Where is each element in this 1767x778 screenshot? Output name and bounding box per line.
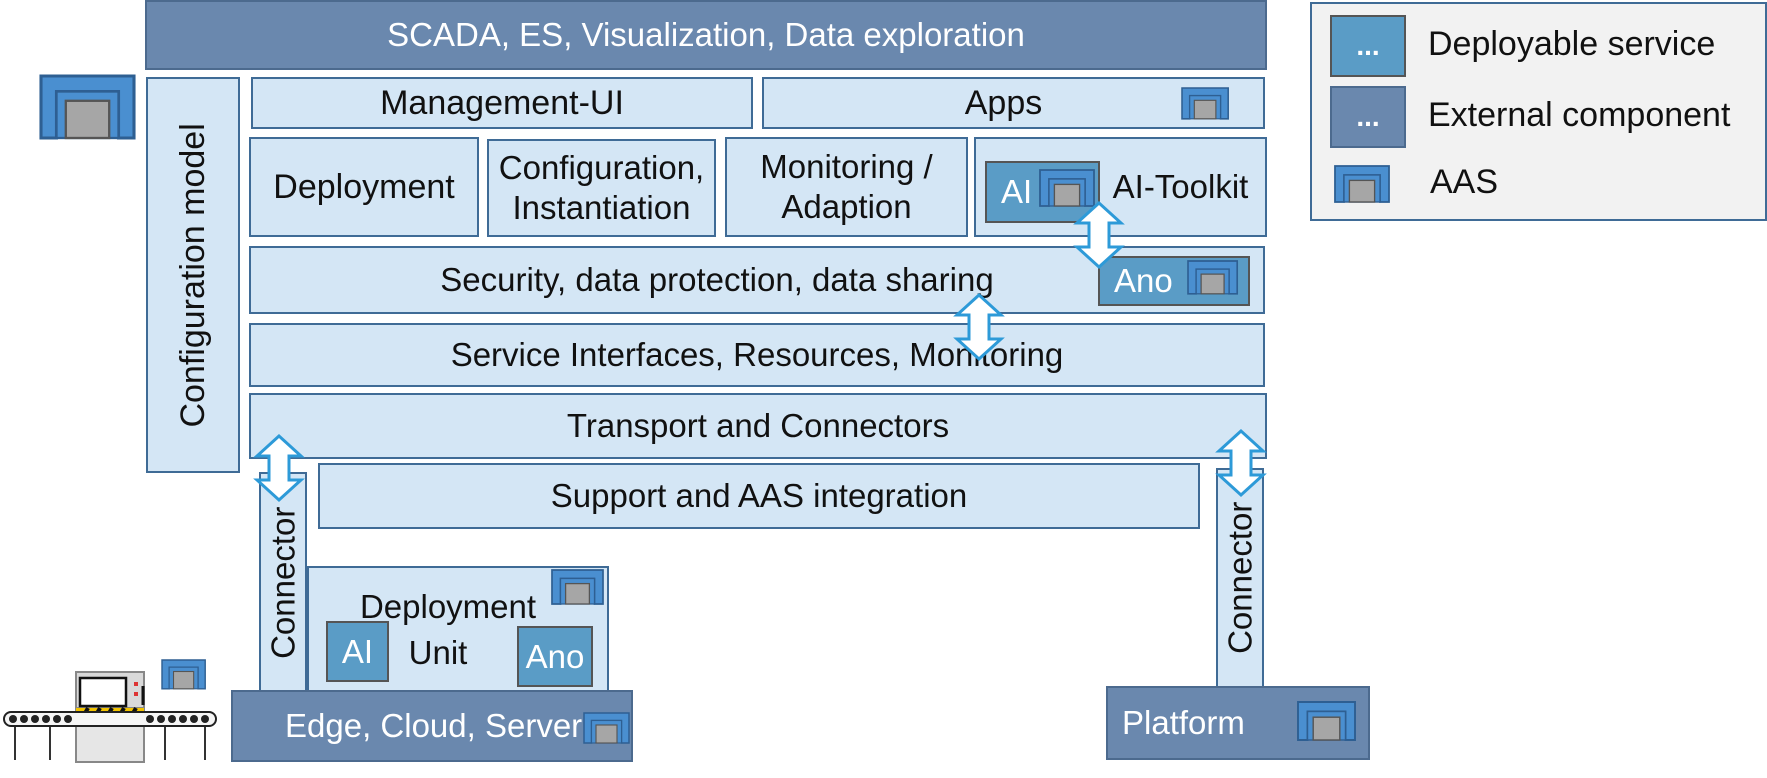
connector-left-label: Connector bbox=[264, 506, 302, 659]
ai-service-unit-label: AI bbox=[341, 632, 374, 670]
edge-cloud-server-label: Edge, Cloud, Server bbox=[285, 707, 583, 745]
deployment-unit-label-2: Unit bbox=[408, 634, 468, 671]
legend-label-deployable: Deployable service bbox=[1428, 25, 1716, 63]
transport-label: Transport and Connectors bbox=[566, 407, 950, 445]
apps-box: Apps bbox=[762, 77, 1265, 129]
edge-cloud-server: Edge, Cloud, Server bbox=[231, 690, 633, 762]
ai-service-toolkit: AI bbox=[985, 161, 1100, 223]
connector-right-label: Connector bbox=[1221, 501, 1259, 655]
service-interfaces-layer: Service Interfaces, Resources, Monitorin… bbox=[249, 323, 1265, 387]
apps-label: Apps bbox=[964, 83, 1043, 122]
configuration-instantiation-box: Configuration, Instantiation bbox=[487, 139, 716, 237]
conveyor-machine-icon bbox=[3, 671, 217, 763]
deployment-label: Deployment bbox=[273, 167, 455, 206]
legend-label-external: External component bbox=[1428, 96, 1731, 134]
transport-layer: Transport and Connectors bbox=[249, 393, 1267, 459]
platform-label: Platform bbox=[1122, 704, 1245, 742]
configuration-label: Configuration, bbox=[498, 149, 705, 187]
legend-swatch-deployable-text: ... bbox=[1356, 30, 1380, 62]
support-aas-label: Support and AAS integration bbox=[550, 477, 968, 515]
deployment-unit-label-1: Deployment bbox=[359, 588, 537, 626]
deployment-box: Deployment bbox=[249, 137, 479, 237]
configuration-model: Configuration model bbox=[146, 77, 240, 473]
instantiation-label: Instantiation bbox=[512, 189, 691, 226]
scada-bar: SCADA, ES, Visualization, Data explorati… bbox=[145, 0, 1267, 70]
security-label: Security, data protection, data sharing bbox=[440, 261, 994, 299]
platform-box: Platform bbox=[1106, 686, 1370, 760]
monitoring-adaption-box: Monitoring / Adaption bbox=[725, 137, 968, 237]
legend-swatch-deployable: ... bbox=[1330, 15, 1406, 77]
aas-icon-top-left bbox=[39, 74, 136, 140]
ai-toolkit-label: AI-Toolkit bbox=[1112, 168, 1249, 206]
service-interfaces-label: Service Interfaces, Resources, Monitorin… bbox=[450, 336, 1064, 374]
security-layer: Security, data protection, data sharing bbox=[249, 246, 1265, 314]
aas-icon-machine bbox=[161, 659, 206, 690]
scada-bar-label: SCADA, ES, Visualization, Data explorati… bbox=[387, 16, 1025, 54]
ano-service-unit: Ano bbox=[517, 626, 593, 687]
adaption-label: Adaption bbox=[781, 188, 912, 225]
configuration-model-label: Configuration model bbox=[173, 122, 212, 428]
ai-service-unit: AI bbox=[326, 621, 389, 682]
legend-label-aas: AAS bbox=[1430, 163, 1499, 201]
ano-service-security: Ano bbox=[1098, 256, 1250, 306]
management-ui: Management-UI bbox=[251, 77, 753, 129]
monitoring-label: Monitoring / bbox=[760, 148, 933, 186]
legend-swatch-external: ... bbox=[1330, 86, 1406, 148]
ai-service-toolkit-label: AI bbox=[1001, 173, 1033, 211]
connector-left: Connector bbox=[259, 472, 307, 693]
support-aas-layer: Support and AAS integration bbox=[318, 463, 1200, 529]
connector-right: Connector bbox=[1216, 468, 1264, 688]
ano-service-security-label: Ano bbox=[1114, 262, 1173, 300]
legend-swatch-external-text: ... bbox=[1356, 101, 1380, 133]
management-ui-label: Management-UI bbox=[380, 83, 624, 122]
ano-service-unit-label: Ano bbox=[525, 637, 585, 675]
